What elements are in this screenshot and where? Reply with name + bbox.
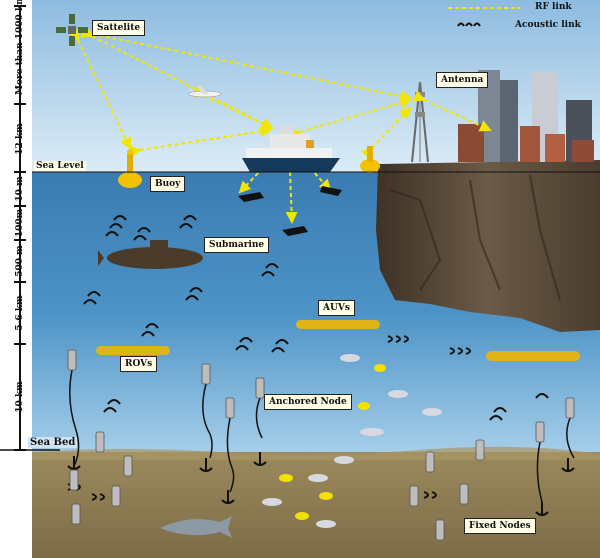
label-anchored-node: Anchored Node bbox=[264, 394, 352, 410]
scale-label-10km: 10 km bbox=[15, 381, 25, 413]
legend bbox=[448, 7, 520, 27]
fish-icons bbox=[160, 354, 442, 538]
sea-level-label: Sea Level bbox=[34, 161, 86, 171]
legend-acoustic-label: Acoustic link bbox=[515, 20, 581, 30]
scale-label-500m: 500 m bbox=[15, 245, 25, 277]
label-submarine: Submarine bbox=[204, 237, 270, 253]
rf-links bbox=[68, 26, 492, 224]
rov-icon bbox=[96, 346, 170, 355]
satellite-icon bbox=[56, 14, 88, 46]
depth-scale bbox=[0, 5, 600, 451]
label-buoy: Buoy bbox=[150, 176, 186, 192]
acoustic-link-icons bbox=[67, 215, 549, 501]
label-rovs: ROVs bbox=[120, 356, 158, 372]
scale-label-100m: 100m bbox=[15, 208, 25, 238]
airplane-icon bbox=[188, 86, 222, 98]
label-auvs: AUVs bbox=[318, 300, 355, 316]
ship-icon bbox=[242, 126, 340, 172]
anchored-nodes bbox=[69, 369, 575, 503]
scale-label-1000km: More than 1000 km bbox=[15, 0, 25, 95]
label-satellite: Sattelite bbox=[92, 20, 146, 36]
submarine-icon bbox=[98, 240, 203, 269]
buoy-icon bbox=[118, 149, 142, 188]
sensor-nodes bbox=[67, 349, 575, 541]
buoy-icon bbox=[360, 146, 380, 173]
scale-label-12km: 12 km bbox=[15, 123, 25, 155]
cliff bbox=[376, 160, 600, 332]
scale-label-5-6km: 5-6 km bbox=[15, 295, 25, 331]
label-fixed-nodes: Fixed Nodes bbox=[464, 518, 536, 534]
auv-icon bbox=[296, 320, 580, 361]
diver-icon bbox=[238, 186, 342, 236]
legend-rf-label: RF link bbox=[535, 2, 572, 12]
anchor-icon bbox=[67, 452, 575, 516]
sea-bed-label: Sea Bed bbox=[28, 437, 78, 448]
label-antenna: Antenna bbox=[436, 72, 489, 88]
